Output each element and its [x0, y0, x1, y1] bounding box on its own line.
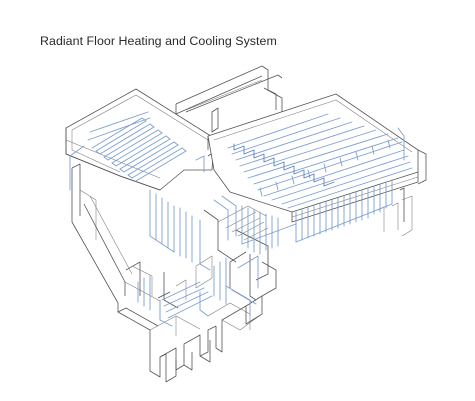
pipe-loops-lower-rooms	[137, 255, 259, 327]
bottom-rooms-structure	[149, 261, 277, 383]
right-wing-roof	[207, 93, 427, 237]
upper-left-roof	[65, 88, 215, 191]
pipe-loops-right-wing	[227, 113, 413, 209]
pipe-loops-central	[149, 189, 237, 271]
rear-walls	[175, 65, 347, 133]
pipe-loops-lower-right	[241, 179, 393, 255]
diagram-title: Radiant Floor Heating and Cooling System	[40, 34, 277, 48]
central-core	[157, 205, 269, 309]
left-wing-structure	[71, 163, 167, 382]
pipe-loops-left-wing	[69, 111, 205, 191]
